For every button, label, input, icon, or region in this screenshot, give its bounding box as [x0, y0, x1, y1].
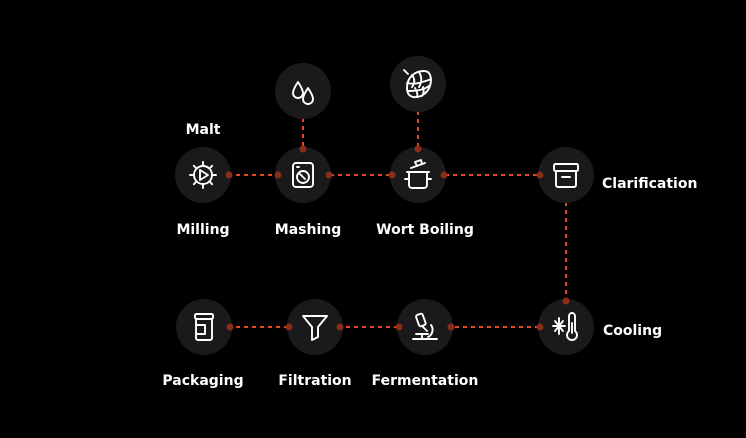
node-cooling: [538, 299, 594, 355]
connectors: [228, 111, 567, 328]
fermentation-label: Fermentation: [371, 373, 479, 389]
storage-box-icon: [553, 163, 579, 188]
wort-boiling-label: Wort Boiling: [376, 222, 474, 238]
node-mashing: [275, 147, 331, 203]
mashing-label: Mashing: [274, 222, 342, 238]
node-filtration: [287, 299, 343, 355]
boiling-pot-icon: [404, 159, 432, 189]
connector-dot: [536, 171, 544, 179]
gear-play-icon: [189, 161, 217, 189]
malt-input-label: Malt: [185, 122, 221, 138]
snowflake-thermometer-icon: [552, 312, 578, 341]
connector-dot: [299, 145, 307, 153]
connector-dot: [440, 171, 448, 179]
funnel-icon: [302, 315, 328, 341]
water-drops-icon: [292, 81, 314, 105]
connector-dot: [536, 323, 544, 331]
connector-dot: [395, 323, 403, 331]
connector-dot: [225, 171, 233, 179]
connector-dot: [274, 171, 282, 179]
filtration-label: Filtration: [278, 373, 352, 389]
packaging-label: Packaging: [162, 373, 244, 389]
node-clarification: [538, 147, 594, 203]
hop-cone-icon: [403, 69, 432, 99]
connector-dot: [388, 171, 396, 179]
connector-dots: [225, 145, 570, 331]
mash-tun-icon: [292, 162, 314, 188]
jar-icon: [194, 313, 214, 341]
connector-dot: [447, 323, 455, 331]
node-fermentation: [397, 299, 453, 355]
cooling-label: Cooling: [603, 323, 663, 339]
milling-label: Milling: [176, 222, 230, 238]
microscope-icon: [412, 312, 438, 340]
connector-dot: [336, 323, 344, 331]
connector-dot: [226, 323, 234, 331]
node-milling: [175, 147, 231, 203]
clarification-label: Clarification: [602, 176, 698, 192]
connector-dot: [562, 297, 570, 305]
connector-dot: [325, 171, 333, 179]
connector-dot: [414, 145, 422, 153]
connector-dot: [285, 323, 293, 331]
node-wort-boiling: [390, 147, 446, 203]
node-circles: [175, 56, 594, 355]
node-packaging: [176, 299, 232, 355]
